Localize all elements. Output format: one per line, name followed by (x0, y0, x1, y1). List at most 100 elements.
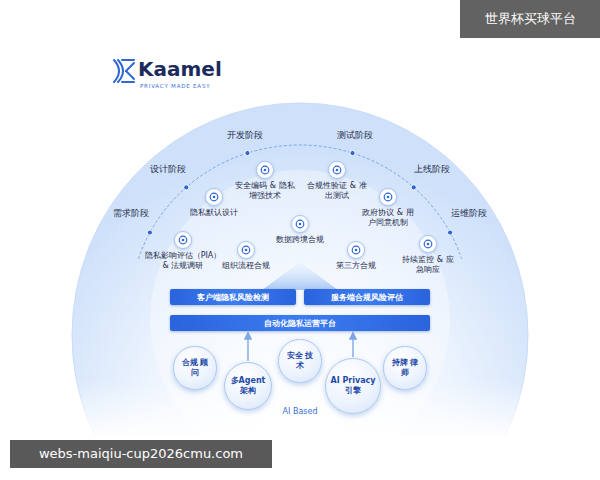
stage-label: 测试阶段 (337, 131, 373, 140)
platform-bar: 客户端隐私风险检测 (170, 289, 296, 305)
watermark: 世界杯买球平台 (460, 0, 600, 38)
icon-glyph (238, 242, 254, 258)
logo-stroke (126, 71, 134, 79)
item-text: 持续监控 & 应急响应 (400, 255, 456, 275)
item-icon (237, 241, 255, 259)
stage-item: 政府协议 & 用户同意机制 (360, 188, 416, 228)
stage-item: 持续监控 & 应急响应 (400, 235, 456, 275)
icon-dot (387, 196, 390, 199)
circle-text: 合规 顾问 (178, 358, 212, 377)
stage-label: 开发阶段 (227, 131, 263, 140)
icon-glyph (257, 162, 273, 178)
item-icon (379, 188, 397, 206)
stage-label: 运维阶段 (451, 209, 487, 218)
upward-arrow (262, 262, 338, 290)
item-icon (291, 215, 309, 233)
lifecycle-arc (138, 145, 461, 259)
stage-dot (350, 150, 355, 155)
logo-stroke (114, 60, 119, 82)
icon-dot (245, 249, 248, 252)
stage-label: 上线阶段 (414, 165, 450, 174)
item-text: 组织流程合规 (218, 261, 274, 271)
logo-stroke (126, 63, 134, 71)
icon-dot (264, 169, 267, 172)
icon-ring (424, 240, 432, 248)
icon-dot (355, 249, 358, 252)
stage-label: 设计阶段 (150, 165, 186, 174)
logo-text: PRIVACY MADE EASY (140, 83, 210, 89)
capability-circle: AI Privacy 引擎 (325, 358, 381, 414)
icon-glyph (292, 216, 308, 232)
item-text: 安全编码 & 隐私增强技术 (235, 181, 295, 201)
support-arrow (352, 333, 353, 357)
logo-stroke (122, 81, 134, 83)
circle-text: 安全 技术 (283, 351, 317, 370)
icon-ring (352, 246, 360, 254)
bar-text: 服务端合规风险评估 (331, 292, 403, 303)
circle-text: 持牌 律师 (388, 358, 422, 377)
stage-dot (448, 230, 453, 235)
stage-dot (184, 185, 189, 190)
circle-text-box: 安全 技术 (283, 351, 317, 370)
item-text: 第三方合规 (331, 261, 381, 271)
circle-text: AI Privacy 引擎 (329, 376, 377, 395)
stage-item: 数据跨境合规 (272, 215, 328, 245)
icon-ring (384, 193, 392, 201)
icon-dot (299, 223, 302, 226)
logo-text: Kaamel (138, 58, 222, 80)
item-text: 政府协议 & 用户同意机制 (360, 208, 416, 228)
logo-stroke (122, 59, 134, 61)
circle-text-box: 合规 顾问 (178, 358, 212, 377)
stage-dot (147, 230, 152, 235)
icon-ring (261, 166, 269, 174)
circle-text-box: AI Privacy 引擎 (329, 376, 377, 395)
logo-stroke (118, 60, 123, 82)
capability-circle: 安全 技术 (278, 339, 321, 382)
item-text: 隐私默认设计 (186, 208, 242, 218)
stage-item: 安全编码 & 隐私增强技术 (235, 161, 295, 201)
icon-ring (333, 166, 341, 174)
item-icon (347, 241, 365, 259)
circle-text: 多Agent 架构 (228, 376, 268, 395)
item-icon (419, 235, 437, 253)
icon-glyph (380, 189, 396, 205)
icon-glyph (420, 236, 436, 252)
capability-circle: 多Agent 架构 (224, 362, 272, 410)
stage-dots (147, 150, 452, 235)
item-icon (256, 161, 274, 179)
icon-glyph (175, 232, 191, 248)
footer-label: AI Based (283, 408, 318, 417)
platform-bar: 服务端合规风险评估 (304, 289, 430, 305)
stage-dot (411, 185, 416, 190)
icon-ring (296, 220, 304, 228)
platform-bar: 自动化隐私运营平台 (170, 315, 430, 331)
stage-label: 需求阶段 (113, 209, 149, 218)
icon-dot (336, 169, 339, 172)
dome-fade (60, 380, 540, 438)
icon-dot (182, 239, 185, 242)
capability-circle: 合规 顾问 (173, 346, 216, 389)
item-icon (328, 161, 346, 179)
capability-circle: 持牌 律师 (383, 346, 426, 389)
icon-ring (210, 193, 218, 201)
icon-ring (242, 246, 250, 254)
watermark: webs-maiqiu-cup2026cmu.com (10, 440, 272, 468)
item-text: 数据跨境合规 (272, 235, 328, 245)
bar-text: 自动化隐私运营平台 (264, 318, 336, 329)
dome-ground (60, 103, 540, 438)
icon-glyph (348, 242, 364, 258)
item-text: 隐私影响评估（PIA） & 法规调研 (141, 251, 225, 271)
circle-text-box: 持牌 律师 (388, 358, 422, 377)
stage-item: 隐私影响评估（PIA） & 法规调研 (141, 231, 225, 271)
stage-item: 第三方合规 (331, 241, 381, 271)
icon-dot (213, 196, 216, 199)
support-arrow (247, 333, 248, 361)
stage-dot (245, 150, 250, 155)
stage-item: 合规性验证 & 准出测试 (307, 161, 367, 201)
icon-ring (179, 236, 187, 244)
stage-item: 隐私默认设计 (186, 188, 242, 218)
icon-glyph (206, 189, 222, 205)
icon-glyph (329, 162, 345, 178)
kaamel-logo-mark (114, 60, 134, 82)
